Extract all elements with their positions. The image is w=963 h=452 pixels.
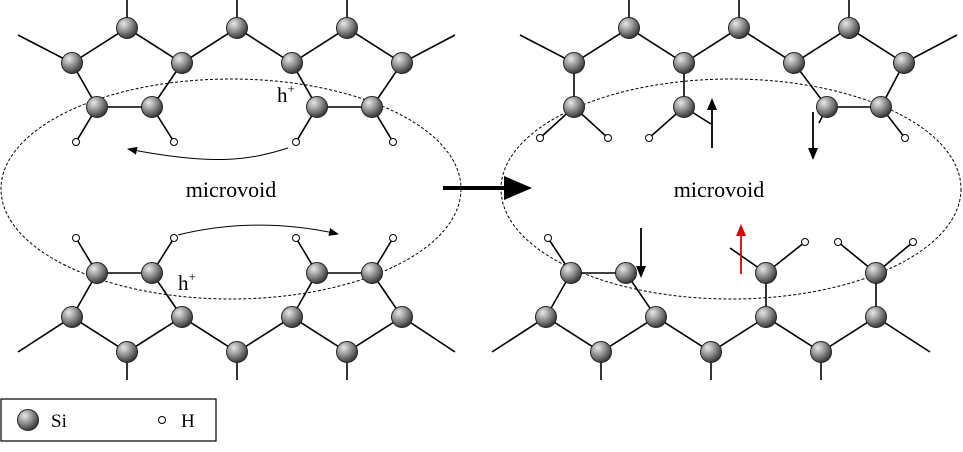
hopping-arrow-right (177, 224, 339, 236)
si-atom (816, 96, 838, 118)
si-atom (281, 52, 303, 74)
left-microvoid-label: microvoid (186, 177, 276, 202)
right-top-si-atoms (563, 17, 915, 118)
left-panel: microvoid h+ h+ (0, 0, 462, 380)
si-atom (810, 341, 832, 363)
h-atom (645, 134, 653, 142)
si-atom (226, 17, 248, 39)
legend-h-icon (158, 416, 166, 424)
right-panel: microvoid (491, 0, 962, 380)
hopping-arrow-left (127, 146, 289, 161)
si-atom (361, 96, 383, 118)
legend-si-label: Si (51, 411, 67, 432)
si-atom (618, 17, 640, 39)
si-atom (141, 262, 163, 284)
si-atom (563, 96, 585, 118)
h-atom (801, 238, 809, 246)
hole-label-top: h+ (277, 81, 295, 107)
si-atom (865, 306, 887, 328)
si-atom (563, 52, 585, 74)
h-atom (544, 234, 552, 242)
hole-label-bottom: h+ (178, 269, 196, 295)
h-atom (536, 134, 544, 142)
h-atom (901, 134, 909, 142)
si-atom (306, 96, 328, 118)
si-atom (755, 262, 777, 284)
si-atom (560, 262, 582, 284)
si-atom (838, 17, 860, 39)
h-atom (909, 238, 917, 246)
si-atom (336, 341, 358, 363)
legend: Si H (0, 398, 217, 442)
si-atom (361, 262, 383, 284)
si-atom (673, 52, 695, 74)
si-atom (336, 17, 358, 39)
left-top-si-atoms (61, 17, 413, 118)
left-bottom-si-atoms (61, 262, 413, 363)
si-atom (391, 306, 413, 328)
si-atom (893, 52, 915, 74)
si-atom (728, 17, 750, 39)
si-atom (171, 52, 193, 74)
h-atom (292, 234, 300, 242)
si-atom (116, 17, 138, 39)
si-atom (281, 306, 303, 328)
right-h-atoms (536, 134, 917, 246)
si-atom (306, 262, 328, 284)
si-atom (755, 306, 777, 328)
h-atom (389, 234, 397, 242)
right-microvoid-boundary (500, 78, 962, 300)
si-atom (590, 341, 612, 363)
h-atom (834, 238, 842, 246)
si-atom (61, 52, 83, 74)
si-atom (615, 262, 637, 284)
si-atom (870, 96, 892, 118)
si-atom (141, 96, 163, 118)
h-atom (170, 138, 178, 146)
si-atom (865, 262, 887, 284)
si-atom (116, 341, 138, 363)
si-atom (86, 96, 108, 118)
transition-arrow (443, 176, 532, 200)
h-atom (389, 138, 397, 146)
si-atom (783, 52, 805, 74)
h-atom (170, 234, 178, 242)
h-atom (72, 138, 80, 146)
si-atom (226, 341, 248, 363)
si-atom (391, 52, 413, 74)
left-h-atoms (72, 138, 397, 242)
right-bottom-si-atoms (535, 262, 887, 363)
legend-h-label: H (181, 411, 195, 432)
h-atom (292, 138, 300, 146)
h-atom (72, 234, 80, 242)
si-atom (86, 262, 108, 284)
legend-si-icon (17, 409, 39, 431)
si-atom (535, 306, 557, 328)
si-atom (171, 306, 193, 328)
si-atom (673, 96, 695, 118)
si-atom (700, 341, 722, 363)
si-atom (61, 306, 83, 328)
right-microvoid-label: microvoid (674, 177, 764, 202)
h-atom (604, 134, 612, 142)
si-atom (645, 306, 667, 328)
